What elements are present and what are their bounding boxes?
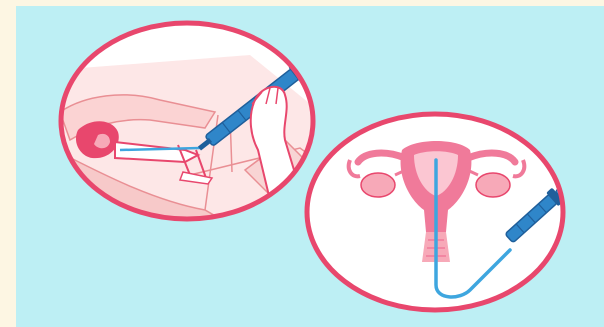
- left-circle-illustration: [55, 23, 330, 230]
- right-circle-illustration: [307, 114, 577, 310]
